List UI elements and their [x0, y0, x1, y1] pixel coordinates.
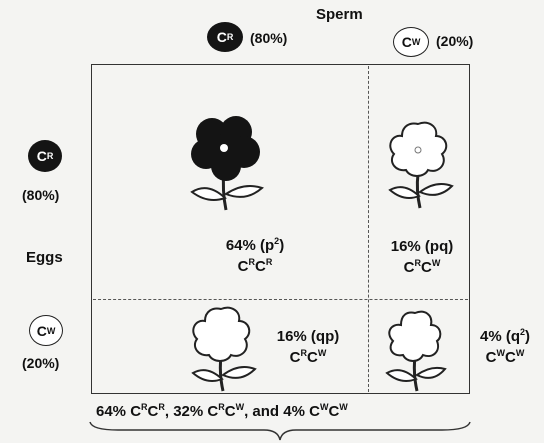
egg-cr-percent: (80%) [22, 187, 59, 203]
sperm-label: Sperm [316, 6, 363, 23]
egg-cw-percent: (20%) [22, 355, 59, 371]
white-flower-icon [381, 307, 451, 393]
white-flower-icon [382, 118, 462, 210]
genotype-summary: 64% CRCR, 32% CRCW, and 4% CWCW [96, 403, 348, 420]
cell-rw-label: 16% (pq) CRCW [380, 236, 464, 278]
grid-horizontal-divider [93, 299, 468, 300]
cell-wr-label: 16% (qp) CRCW [262, 326, 354, 368]
white-flower-icon [183, 303, 263, 393]
sperm-cw-percent: (20%) [436, 33, 473, 49]
red-flower-icon [184, 112, 274, 212]
cell-rr-label: 64% (p2) CRCR [200, 235, 310, 277]
sperm-cr-percent: (80%) [250, 30, 287, 46]
cell-ww-label: 4% (q2) CWCW [468, 326, 542, 368]
grid-vertical-divider [368, 66, 369, 392]
summary-brace [88, 420, 472, 442]
eggs-label: Eggs [26, 249, 63, 266]
